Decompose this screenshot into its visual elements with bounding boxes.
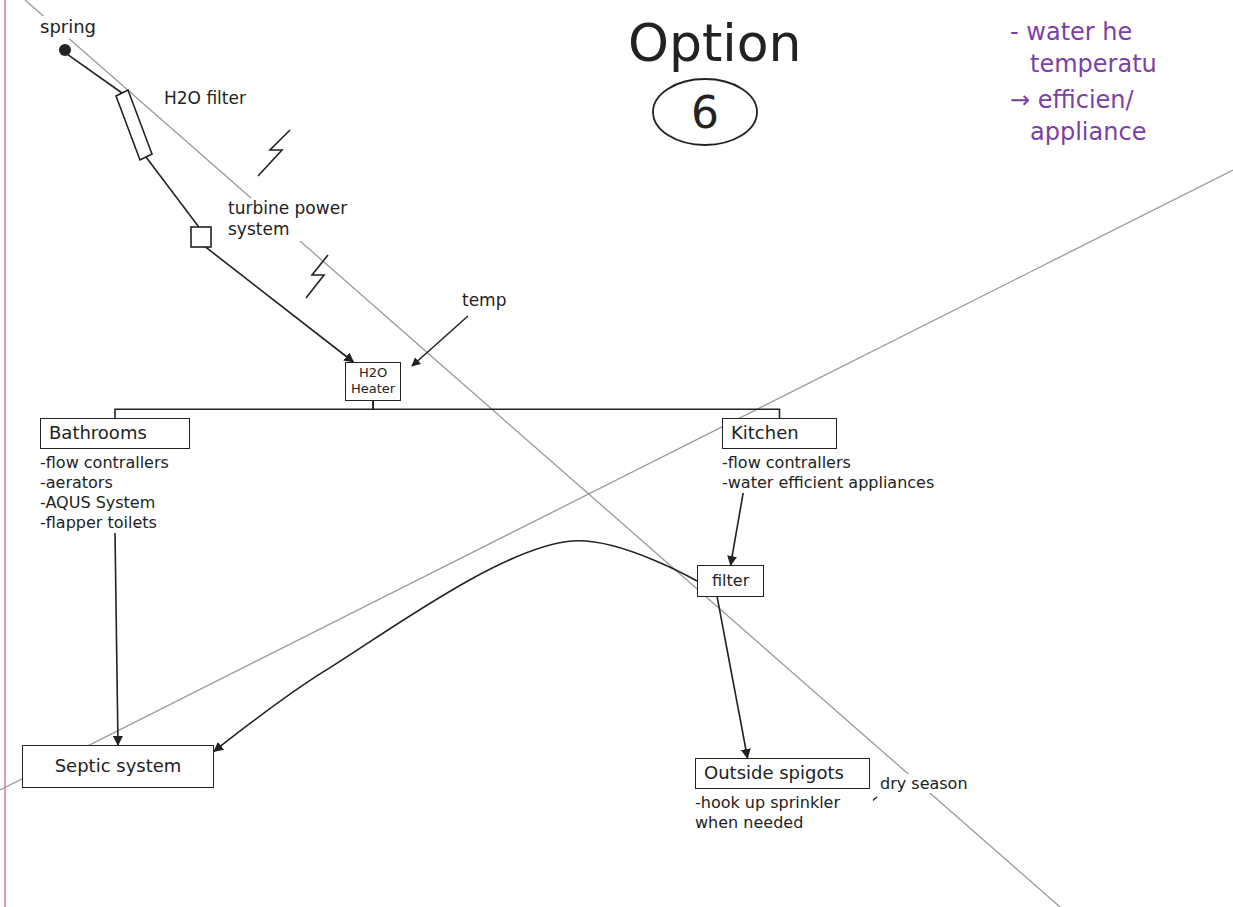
oval-shape: [653, 79, 757, 145]
note-list: -flow contrallers-water efficient applia…: [722, 453, 934, 493]
process-box: H2O Heater: [345, 362, 401, 401]
spring-dot: [58, 43, 72, 57]
note-text: -flow contrallers: [722, 453, 934, 473]
process-box: filter: [697, 565, 764, 597]
node-label: H2O Heater: [351, 365, 395, 398]
heading-box: Outside spigots: [695, 758, 870, 789]
side-note: - water he: [1010, 18, 1132, 47]
note-text: -water efficient appliances: [722, 473, 934, 493]
node-label: Outside spigots: [704, 762, 861, 785]
connector: [146, 157, 199, 227]
note-list: -flow contrallers-aerators-AQUS System-f…: [40, 453, 190, 533]
filter-component: H2O filter: [108, 88, 246, 163]
side-note: temperatu: [1030, 50, 1157, 79]
note-list: -hook up sprinkler when needed: [695, 793, 873, 833]
filter-outline: [116, 90, 152, 160]
note-text: -hook up sprinkler when needed: [695, 793, 873, 833]
leader-arrow: [412, 316, 468, 366]
process-box: Outside spigots -hook up sprinkler when n…: [695, 758, 873, 833]
heading-box: Bathrooms: [40, 418, 190, 449]
side-note: → efficien/: [1010, 86, 1134, 115]
side-note: appliance: [1030, 118, 1146, 147]
connector: [68, 55, 122, 93]
lightning-symbol: [258, 130, 290, 176]
note-text: -aerators: [40, 473, 190, 493]
node-label: Septic system: [37, 755, 199, 778]
note-text: -flapper toilets: [40, 513, 190, 533]
lightning-symbol: [306, 255, 328, 298]
connector: [205, 247, 353, 362]
connector: [717, 597, 747, 758]
annotation: dry season: [880, 774, 968, 793]
annotation: temp: [462, 290, 506, 310]
turbine-symbol: [190, 226, 212, 248]
filter-symbol: [108, 88, 158, 163]
turbine-component: turbine power system: [190, 198, 368, 248]
connector: [115, 401, 373, 419]
circled-number: 6: [650, 76, 760, 148]
title-word: Option: [628, 12, 802, 74]
connector: [731, 493, 744, 566]
spring-point: spring: [40, 16, 96, 57]
node-label: Kitchen: [731, 422, 828, 445]
node-label: spring: [40, 16, 96, 39]
node-label: H2O filter: [164, 88, 246, 109]
node-label: Bathrooms: [49, 422, 181, 445]
dot-symbol: [59, 44, 71, 56]
process-box: Kitchen -flow contrallers-water efficient…: [722, 418, 934, 493]
connector: [214, 541, 697, 752]
note-text: -flow contrallers: [40, 453, 190, 473]
cross-out-line: [25, 0, 1060, 907]
node-label: 6: [691, 85, 719, 140]
connector: [373, 401, 779, 419]
turbine-outline: [191, 227, 211, 247]
node-label: turbine power system: [228, 198, 368, 241]
node-label: filter: [712, 571, 749, 591]
connector: [115, 533, 118, 746]
cross-out-line: [0, 170, 1233, 790]
heading-box: Kitchen: [722, 418, 837, 449]
margin-line: [4, 0, 6, 907]
process-box: Bathrooms -flow contrallers-aerators-AQUS…: [40, 418, 190, 533]
note-text: -AQUS System: [40, 493, 190, 513]
process-box: Septic system: [22, 745, 214, 788]
